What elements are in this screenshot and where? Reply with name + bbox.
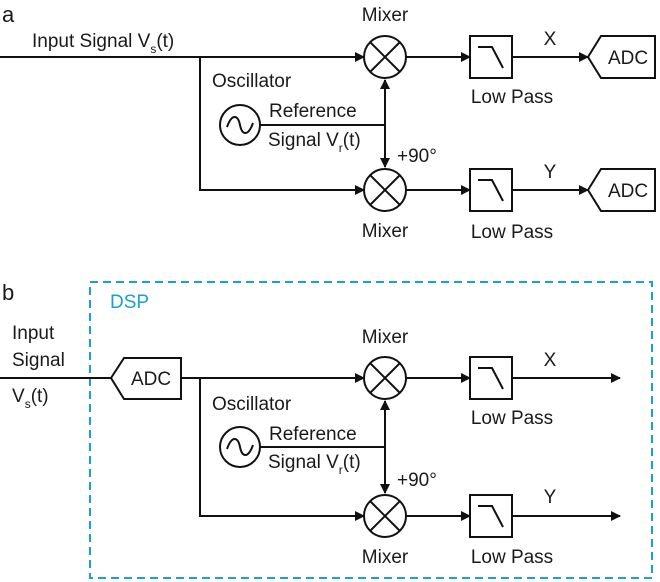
panel-b-label: b [2, 280, 14, 305]
oscillator-sine-icon-b [219, 426, 261, 468]
input-label-line2: Signal [12, 350, 65, 371]
lowpass-top-icon-b [469, 356, 513, 400]
input-label-line1: Input [12, 323, 55, 344]
output-x-label: X [544, 29, 557, 50]
lowpass-top-label-b: Low Pass [471, 408, 553, 429]
phase-shift-label: +90° [397, 146, 437, 167]
lowpass-bottom-icon [469, 168, 513, 212]
oscillator-label-b: Oscillator [212, 394, 292, 415]
reference-label-b: Reference [269, 424, 357, 445]
panel-a-label: a [2, 2, 15, 27]
oscillator-label: Oscillator [212, 71, 292, 92]
reference-signal-label-b: Signal Vr(t) [268, 452, 361, 477]
lowpass-top-label: Low Pass [471, 87, 553, 108]
reference-signal-label: Signal Vr(t) [268, 130, 361, 155]
adc-bottom-label: ADC [608, 181, 648, 202]
lowpass-bottom-label-b: Low Pass [471, 547, 553, 568]
dsp-label: DSP [110, 292, 149, 313]
lowpass-bottom-icon-b [469, 494, 513, 538]
mixer-top-icon-b [363, 356, 407, 400]
mixer-top-label-b: Mixer [362, 327, 409, 348]
oscillator-sine-icon [219, 104, 261, 146]
mixer-bottom-icon [363, 168, 407, 212]
phase-shift-label-b: +90° [397, 470, 437, 491]
lowpass-bottom-label: Low Pass [471, 222, 553, 243]
branch-wire-b [199, 378, 365, 521]
output-y-label-b: Y [544, 487, 557, 508]
lowpass-top-icon [469, 35, 513, 79]
output-x-label-b: X [544, 350, 557, 371]
dsp-boundary [89, 281, 653, 579]
adc-bottom-block: ADC [586, 168, 656, 212]
mixer-top-icon [363, 35, 407, 79]
panel-b: b DSP Input Signal Vs(t) ADC Mixer [0, 280, 653, 579]
mixer-top-label: Mixer [362, 5, 409, 26]
adc-input-label: ADC [131, 369, 171, 390]
input-vs-label: Vs(t) [12, 386, 49, 411]
adc-input-block: ADC [109, 357, 182, 400]
mixer-bottom-icon-b [363, 494, 407, 538]
reference-label: Reference [269, 101, 357, 122]
panel-a: a Input Signal Vs(t) Mixer Mixer Oscilla… [0, 2, 656, 243]
adc-top-block: ADC [586, 35, 656, 79]
mixer-bottom-label: Mixer [362, 221, 409, 242]
adc-top-label: ADC [608, 48, 648, 69]
mixer-bottom-label-b: Mixer [362, 547, 409, 568]
output-y-label: Y [544, 162, 557, 183]
input-signal-label: Input Signal Vs(t) [32, 31, 174, 56]
branch-wire [199, 57, 365, 195]
